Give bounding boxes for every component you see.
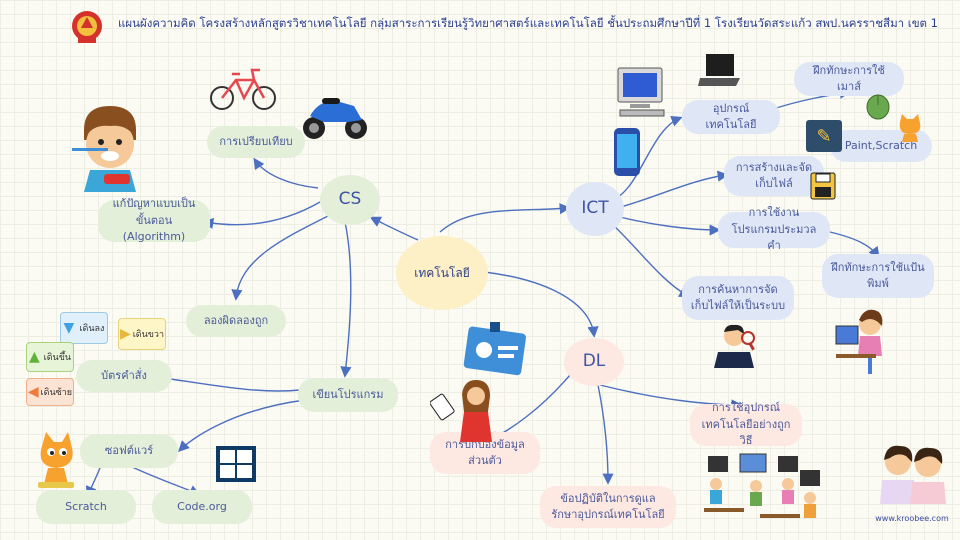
link-ict-create [609,170,729,211]
card-down-icon: ▼เดินลง [60,312,108,344]
motorcycle-icon [303,98,367,139]
link-program-typing [829,231,880,259]
center-node[interactable]: เทคโนโลยี [396,236,488,310]
searching-man-icon [714,324,755,368]
boy-brushing-teeth-icon [72,106,136,192]
scratch-cat-small-icon [899,114,921,142]
link-cs-compare [253,157,319,189]
mouse-icon [866,94,890,120]
paint-app-icon: ✎ [806,120,842,152]
typing-skill-node[interactable]: ฝึกทักษะการใช้แป้นพิมพ์ [822,254,934,298]
compare-node[interactable]: การเปรียบเทียบ [207,126,305,158]
card-down-label: เดินลง [79,324,105,334]
scratch-node[interactable]: Scratch [36,490,136,524]
link-ict-device [611,115,683,201]
scratch-cat-icon [38,432,74,488]
laptop-icon [698,54,740,86]
link-center-dl [461,269,599,338]
teachers-group-icon [880,445,946,504]
girl-at-computer-icon [835,309,883,374]
command-cards-node[interactable]: บัตรคำสั่ง [76,360,172,392]
codeorg-node[interactable]: Code.org [152,490,252,524]
card-up-label: เดินขึ้น [43,353,72,363]
card-left-label: เดินซ้าย [40,388,73,398]
link-cs-trial [231,214,331,301]
programming-node[interactable]: เขียนโปรแกรม [298,378,398,412]
floppy-disk-icon [810,172,836,200]
card-left-icon: ◀เดินซ้าย [26,378,74,406]
link-ict-search [609,221,691,298]
link-center-ict [439,203,571,233]
bicycle-icon [210,68,276,110]
card-up-icon: ▲เดินขึ้น [26,342,74,372]
search-organize-node[interactable]: การค้นหาการจัดเก็บไฟล์ให้เป็นระบบ [682,276,794,320]
school-emblem-icon [72,11,102,43]
care-node[interactable]: ข้อปฏิบัติในการดูแลรักษาอุปกรณ์เทคโนโลยี [540,486,676,528]
link-center-cs [369,216,419,241]
page-title: แผนผังความคิด โครงสร้างหลักสูตรวิชาเทคโน… [118,16,938,30]
girl-with-tablet-icon [430,380,492,442]
create-save-node[interactable]: การสร้างและจัดเก็บไฟล์ [724,156,824,196]
dl-node[interactable]: DL [564,338,624,386]
id-card-icon [463,322,526,376]
ict-node[interactable]: ICT [566,182,624,236]
link-dl-care [597,384,614,485]
privacy-node[interactable]: การปกป้องข้อมูลส่วนตัว [430,432,540,474]
link-cs-algorithm [202,201,321,229]
safe-use-node[interactable]: การใช้อุปกรณ์เทคโนโลยีอย่างถูกวิธี [690,401,802,447]
codeorg-logo-icon [216,446,256,482]
smartphone-icon [614,128,640,176]
mouse-skill-node[interactable]: ฝึกทักษะการใช้เมาส์ [794,62,904,96]
link-ict-program [611,214,721,236]
students-at-computers-icon [704,453,820,518]
card-right-label: เดินขวา [132,330,165,340]
device-node[interactable]: อุปกรณ์เทคโนโลยี [682,100,780,134]
watermark: www.kroobee.com [875,514,949,523]
trial-node[interactable]: ลองผิดลองถูก [186,305,286,337]
software-node[interactable]: ซอฟต์แวร์ [80,434,178,468]
link-cs-program [340,221,352,378]
use-program-node[interactable]: การใช้งานโปรแกรมประมวลคำ [718,206,830,252]
desktop-computer-icon [617,67,665,117]
card-right-icon: ▶เดินขวา [118,318,166,350]
link-program-software [178,399,306,452]
algorithm-node[interactable]: แก้ปัญหาแบบเป็นขั้นตอน (Algorithm) [98,197,210,243]
cs-node[interactable]: CS [320,175,380,225]
